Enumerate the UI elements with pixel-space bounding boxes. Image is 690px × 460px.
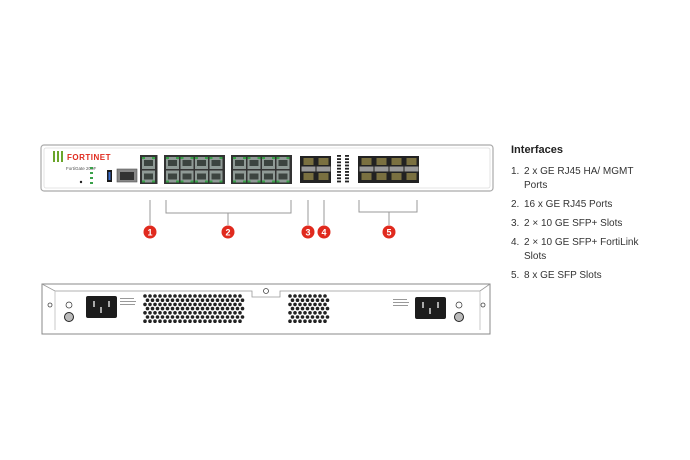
back-panel	[41, 283, 491, 335]
power-inlet-left	[86, 296, 136, 318]
ha-mgmt-ports	[140, 155, 158, 184]
legend-item: 4. 2 × 10 GE SFP+ FortiLink Slots	[511, 236, 671, 264]
legend-num: 4.	[511, 237, 520, 248]
rj45-port	[166, 170, 179, 183]
legend-num: 2.	[511, 199, 520, 210]
rj45-port	[276, 170, 290, 183]
sfp-plus-slots	[300, 156, 331, 183]
rj45-port	[180, 170, 194, 183]
rj45-port	[276, 157, 290, 169]
callout-number: 5	[386, 228, 391, 238]
legend-item: 3. 2 × 10 GE SFP+ Slots	[511, 217, 671, 231]
rj45-port	[247, 157, 261, 169]
status-leds	[90, 167, 93, 184]
legend-item: 5. 8 x GE SFP Slots	[511, 269, 671, 283]
legend-text: 2 x GE RJ45 HA/ MGMT Ports	[524, 166, 634, 191]
rj45-port	[166, 157, 179, 169]
callout-badge-5: 5	[382, 225, 396, 239]
sfp-slot	[404, 158, 419, 180]
callout-number: 3	[305, 228, 310, 238]
callout-badge-1: 1	[143, 225, 157, 239]
logo-text: FORTINET	[67, 153, 111, 162]
callout-number: 1	[147, 228, 152, 238]
interfaces-legend: Interfaces 1. 2 x GE RJ45 HA/ MGMT Ports …	[511, 144, 671, 288]
sfp-slot	[359, 158, 374, 180]
legend-item: 2. 16 x GE RJ45 Ports	[511, 198, 671, 212]
screw-icon	[47, 302, 53, 308]
port-leds	[337, 155, 349, 183]
rj45-port	[233, 157, 246, 169]
legend-list: 1. 2 x GE RJ45 HA/ MGMT Ports 2. 16 x GE R…	[511, 165, 671, 283]
rj45-port	[233, 170, 246, 183]
callout-number: 4	[321, 228, 326, 238]
screw-icon	[480, 302, 486, 308]
rj45-ports-9-16	[231, 155, 292, 184]
callout-lines	[149, 200, 418, 225]
rj45-port	[209, 157, 223, 169]
callout-badge-2: 2	[221, 225, 235, 239]
callout-number: 2	[225, 228, 230, 238]
legend-num: 3.	[511, 218, 520, 229]
rj45-port	[247, 170, 261, 183]
screw-icon	[263, 288, 269, 294]
legend-num: 5.	[511, 270, 520, 281]
legend-item: 1. 2 x GE RJ45 HA/ MGMT Ports	[511, 165, 671, 193]
reset-button	[79, 180, 83, 184]
sfp-slots	[358, 156, 419, 183]
legend-text: 16 x GE RJ45 Ports	[524, 199, 613, 210]
callout-badge-3: 3	[301, 225, 315, 239]
front-panel: FORTINET FortiGate 200F	[40, 144, 494, 192]
rj45-port	[180, 157, 194, 169]
sfp-slot	[301, 158, 316, 180]
rj45-port	[209, 170, 223, 183]
legend-text: 8 x GE SFP Slots	[524, 270, 602, 281]
legend-num: 1.	[511, 166, 520, 177]
fan-grill-right	[288, 294, 330, 324]
legend-title: Interfaces	[511, 144, 563, 156]
rj45-ports-1-8	[164, 155, 225, 184]
sfp-slot	[316, 158, 331, 180]
model-label: FortiGate 200F	[66, 166, 97, 171]
callout-badge-4: 4	[317, 225, 331, 239]
sfp-slot	[389, 158, 404, 180]
rj45-port	[262, 170, 275, 183]
rj45-port	[142, 157, 155, 169]
legend-text: 2 × 10 GE SFP+ FortiLink Slots	[524, 237, 639, 262]
rj45-port	[142, 170, 155, 183]
legend-text: 2 × 10 GE SFP+ Slots	[524, 218, 623, 229]
rj45-port	[195, 170, 208, 183]
ground-icon	[64, 301, 464, 322]
fortinet-logo: FORTINET	[53, 151, 111, 162]
rj45-port	[262, 157, 275, 169]
fan-grill-left	[143, 294, 245, 324]
power-inlet-right	[393, 297, 446, 319]
rj45-port	[195, 157, 208, 169]
sfp-slot	[374, 158, 389, 180]
